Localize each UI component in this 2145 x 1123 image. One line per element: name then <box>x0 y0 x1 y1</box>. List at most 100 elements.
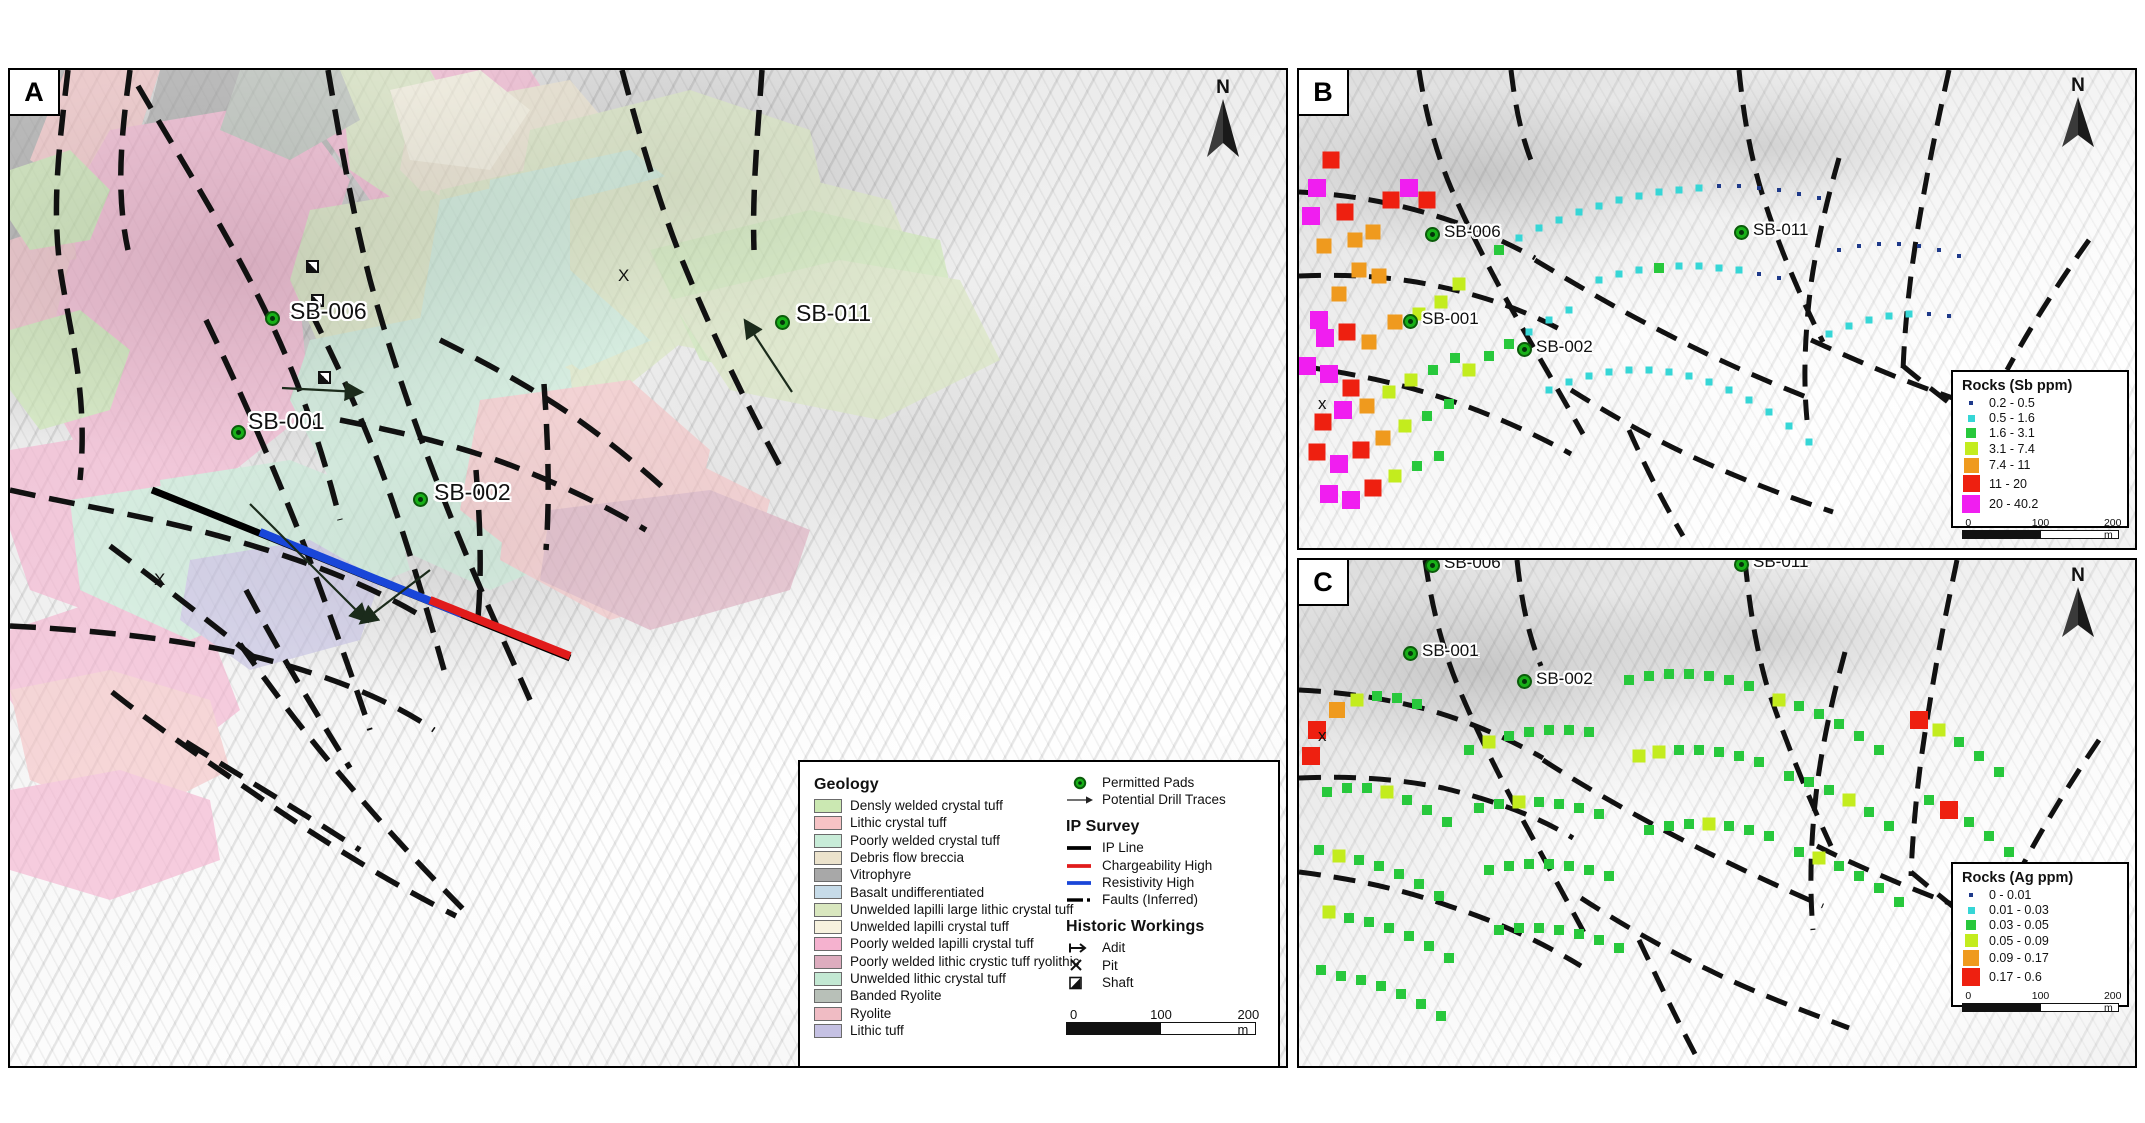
rocks-legend-row: 20 - 40.2 <box>1962 495 2119 514</box>
ip-line-icon <box>1066 841 1094 855</box>
rock-sample-point <box>1724 821 1734 831</box>
rock-sample-point <box>1585 372 1593 380</box>
rock-sample-point <box>1564 861 1574 871</box>
geology-legend-label: Ryolite <box>850 1005 892 1021</box>
rock-sample-point <box>1310 311 1328 329</box>
ip-legend-label: IP Line <box>1102 840 1144 856</box>
rock-sample-point <box>1675 262 1683 270</box>
rock-sample-point <box>1745 396 1753 404</box>
rock-sample-point <box>1388 469 1402 483</box>
permitted-pad-marker[interactable] <box>1403 646 1418 661</box>
permitted-pad-marker[interactable] <box>775 315 790 330</box>
ip-line-icon <box>1066 859 1094 873</box>
permitted-pad-marker[interactable] <box>1517 342 1532 357</box>
rocks-legend-swatch <box>1962 495 1980 514</box>
rock-sample-point <box>1584 865 1594 875</box>
rock-samples-ag <box>1302 669 2014 1021</box>
rock-sample-point <box>1854 871 1864 881</box>
rock-sample-point <box>1824 785 1834 795</box>
rock-sample-point <box>1372 691 1382 701</box>
rock-sample-point <box>1412 461 1422 471</box>
rock-sample-point <box>1336 971 1346 981</box>
rock-sample-point <box>1544 859 1554 869</box>
rocks-legend-swatch <box>1962 442 1980 456</box>
historic-working-legend-row: Shaft <box>1066 976 1266 990</box>
geology-legend-label: Poorly welded lapilli crystal tuff <box>850 936 1034 952</box>
rock-sample-point <box>1615 196 1623 204</box>
historic-working-pit-marker: x <box>1318 394 1327 413</box>
scalebar-tick-label: 0 <box>1965 517 1972 530</box>
geology-legend-row: Debris flow breccia <box>814 851 1050 865</box>
north-arrow-glyph-c <box>2062 587 2094 637</box>
rock-sample-point <box>1644 825 1654 835</box>
rocks-legend-swatch <box>1962 968 1980 987</box>
permitted-pad-label: SB-011 <box>796 300 872 326</box>
geology-legend-row: Lithic tuff <box>814 1024 1050 1038</box>
scalebar-tick-label: 0 <box>1069 1007 1078 1023</box>
rock-sample-point <box>1364 479 1382 497</box>
rock-sample-point <box>1695 184 1703 192</box>
rock-sample-point <box>1371 268 1387 284</box>
panel-letter-b: B <box>1299 70 1349 116</box>
rock-sample-point <box>1684 669 1694 679</box>
geology-legend-swatch <box>814 1006 842 1021</box>
rocks-legend-swatch <box>1962 401 1980 406</box>
permitted-pad-marker[interactable] <box>1403 314 1418 329</box>
rock-sample-point <box>1614 943 1624 953</box>
permitted-pad-marker[interactable] <box>1734 225 1749 240</box>
geology-legend-row: Poorly welded lapilli crystal tuff <box>814 936 1050 952</box>
rock-samples-sb <box>1299 151 1961 509</box>
rock-sample-point <box>1957 254 1961 258</box>
rock-sample-point <box>1352 441 1370 459</box>
rock-sample-point <box>1565 378 1573 386</box>
geology-legend-label: Unwelded lithic crystal tuff <box>850 971 1006 987</box>
north-arrow-c: N <box>2061 566 2095 639</box>
rock-sample-point <box>1737 184 1741 188</box>
rock-sample-point <box>1320 365 1338 383</box>
rock-sample-point <box>1434 451 1444 461</box>
panel-letter-c: C <box>1299 560 1349 606</box>
rock-sample-point <box>1635 266 1643 274</box>
rock-sample-point <box>1757 186 1761 190</box>
permitted-pad-marker[interactable] <box>413 492 428 507</box>
geology-legend-swatch <box>814 816 842 831</box>
rocks-legend-row: 0.5 - 1.6 <box>1962 412 2119 425</box>
rocks-legend-swatch <box>1962 934 1980 948</box>
rock-sample-point <box>1757 272 1761 276</box>
scalebar-bar-b <box>1962 530 2119 540</box>
rocks-legend-label: 20 - 40.2 <box>1989 496 2039 511</box>
rock-sample-point <box>1342 783 1352 793</box>
rocks-legend-label: 0.01 - 0.03 <box>1989 903 2049 918</box>
rocks-legend-label: 0.09 - 0.17 <box>1989 950 2049 965</box>
permitted-pad-marker[interactable] <box>231 425 246 440</box>
permitted-pad-marker[interactable] <box>1425 227 1440 242</box>
rocks-legend-swatch <box>1962 949 1980 966</box>
rock-sample-point <box>1316 329 1334 347</box>
geology-legend-swatch <box>814 902 842 917</box>
rock-sample-point <box>1864 807 1874 817</box>
rocks-legend-swatch <box>1962 428 1980 439</box>
permitted-pad-icon <box>1066 776 1094 790</box>
permitted-pad-marker[interactable] <box>1517 674 1532 689</box>
rock-sample-point <box>1777 276 1781 280</box>
geology-legend-row: Densly welded crystal tuff <box>814 799 1050 813</box>
rock-sample-point <box>1544 725 1554 735</box>
ip-legend-row: Resistivity High <box>1066 876 1266 890</box>
rock-sample-point <box>1565 306 1573 314</box>
rock-sample-point <box>1715 264 1723 272</box>
rock-sample-point <box>1314 413 1332 431</box>
north-arrow-glyph-b <box>2062 97 2094 147</box>
geology-legend-swatch <box>814 799 842 813</box>
permitted-pad-marker[interactable] <box>1734 560 1749 572</box>
permitted-pad-marker[interactable] <box>1425 560 1440 573</box>
permitted-pad-marker[interactable] <box>265 311 280 326</box>
drill-trace-arrow-icon <box>1066 793 1094 807</box>
rock-sample-point <box>1595 202 1603 210</box>
geology-legend-point-row: Permitted Pads <box>1066 776 1266 790</box>
historic-working-shaft-marker <box>318 371 331 384</box>
rocks-legend-row: 0 - 0.01 <box>1962 889 2119 902</box>
